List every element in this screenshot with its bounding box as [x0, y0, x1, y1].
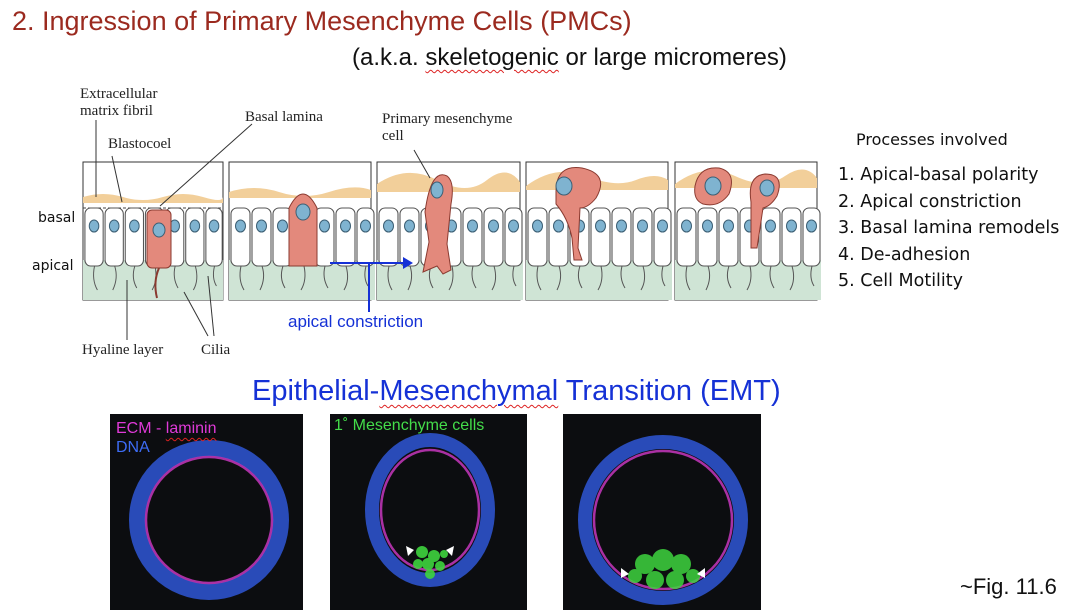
label-blastocoel: Blastocoel	[108, 136, 172, 152]
label-hyaline-layer: Hyaline layer	[82, 342, 164, 358]
label-ecm-fibril: Extracellular matrix fibril	[80, 86, 158, 119]
micrograph-3	[563, 414, 761, 610]
apical-constriction-arrow	[330, 257, 413, 312]
label-basal-lamina: Basal lamina	[245, 109, 323, 125]
page-title: 2. Ingression of Primary Mesenchyme Cell…	[12, 6, 632, 36]
emt-prefix: Epithelial-	[252, 375, 380, 407]
label-primary-mesenchyme-cell: Primary mesenchyme cell	[382, 111, 513, 144]
process-item: 3. Basal lamina remodels	[838, 218, 1060, 238]
label-cilia: Cilia	[201, 342, 231, 358]
legend-mesenchyme-cells: 1˚ Mesenchyme cells	[334, 417, 485, 434]
process-item: 5. Cell Motility	[838, 271, 964, 291]
process-item: 4. De-adhesion	[838, 244, 971, 265]
micrograph-1	[110, 414, 303, 610]
process-item: 1. Apical-basal polarity	[838, 165, 1039, 185]
subtitle-prefix: (a.k.a.	[352, 44, 419, 71]
label-basal: basal	[38, 210, 76, 226]
figure-reference: ~Fig. 11.6	[960, 574, 1057, 599]
processes-title: Processes involved	[856, 130, 1008, 149]
ingression-diagram	[82, 120, 822, 340]
process-item: 2. Apical constriction	[838, 191, 1022, 212]
label-apical-constriction: apical constriction	[288, 312, 424, 331]
micrograph-2	[330, 414, 527, 610]
emt-heading: Epithelial-Mesenchymal Transition (EMT)	[252, 375, 781, 408]
legend-ecm-laminin: ECM - laminin	[116, 420, 216, 438]
subtitle-word-skeletogenic: skeletogenic	[425, 44, 559, 71]
subtitle: (a.k.a. skeletogenic or large micromeres…	[352, 44, 787, 72]
legend-laminin-word: laminin	[165, 420, 217, 437]
legend-ecm-prefix: ECM -	[116, 420, 166, 437]
subtitle-suffix: or large micromeres)	[565, 44, 787, 71]
label-apical: apical	[32, 258, 74, 274]
processes-list: 1. Apical-basal polarity 2. Apical const…	[838, 162, 1059, 295]
emt-suffix: Transition (EMT)	[558, 375, 781, 407]
legend-dna: DNA	[116, 439, 150, 456]
emt-word-mesenchymal: Mesenchymal	[379, 375, 559, 407]
